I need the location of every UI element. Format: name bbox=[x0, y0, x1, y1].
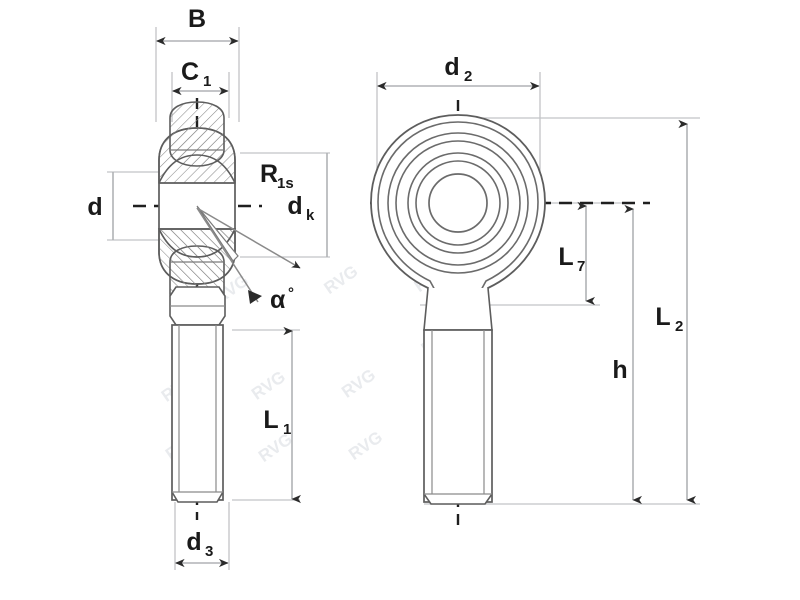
dimension-R1s-label: R bbox=[260, 160, 278, 188]
dimension-L2-label: L bbox=[655, 303, 670, 331]
dimension-d2-subscript: 2 bbox=[464, 68, 472, 85]
head-ring-circle-5 bbox=[407, 152, 509, 254]
dimension-B-label: B bbox=[188, 5, 206, 33]
dimension-L2-subscript: 2 bbox=[675, 318, 683, 335]
dimension-L1-label: L bbox=[263, 406, 278, 434]
dimension-d3: d 3 bbox=[175, 528, 229, 568]
dimension-R1s-subscript: 1s bbox=[277, 175, 294, 192]
dimension-C1-subscript: 1 bbox=[203, 73, 211, 90]
dimension-h-label: h bbox=[612, 356, 627, 384]
dimension-d2-label: d bbox=[444, 53, 459, 81]
thread-end-chamfer bbox=[171, 491, 224, 503]
dimension-alpha-degree: ° bbox=[288, 285, 294, 302]
head-ring-circle-4 bbox=[395, 140, 521, 266]
dimension-d: d bbox=[87, 172, 114, 240]
dimension-L7: L 7 bbox=[558, 201, 595, 306]
alpha-leader-upper bbox=[196, 207, 301, 269]
raceway-arc-top bbox=[158, 154, 236, 184]
plan-neck bbox=[423, 287, 493, 331]
head-ring-circle-3 bbox=[387, 132, 529, 274]
dimension-R1s: R 1s bbox=[260, 160, 294, 192]
dimension-C1-label: C bbox=[181, 58, 199, 86]
thread-shank-body bbox=[171, 324, 224, 501]
dimension-dk-label: d bbox=[287, 192, 302, 220]
dimension-d3-subscript: 3 bbox=[205, 543, 213, 560]
dimension-L1-subscript: 1 bbox=[283, 421, 291, 438]
raceway-leader-wedge bbox=[196, 205, 239, 262]
dimension-d3-label: d bbox=[186, 528, 201, 556]
dimension-dk-subscript: k bbox=[306, 207, 315, 224]
dimension-dk: d k bbox=[287, 153, 328, 257]
alpha-arrowhead-lower bbox=[248, 290, 262, 304]
shank-section bbox=[169, 286, 226, 503]
dimension-h: h bbox=[612, 204, 642, 505]
plan-thread-end-chamfer bbox=[423, 493, 493, 505]
plan-shank-group bbox=[423, 287, 493, 505]
plan-view-group: d 2 L 7 h L 2 bbox=[370, 53, 700, 525]
dimension-d-label: d bbox=[87, 193, 102, 221]
dimension-d2: d 2 bbox=[377, 53, 540, 91]
plan-thread-shank bbox=[423, 329, 493, 503]
head-bore-circle bbox=[428, 173, 488, 233]
plan-head-group bbox=[370, 114, 546, 311]
dimension-alpha-label: α bbox=[270, 286, 286, 314]
inner-ball-upper-cap bbox=[169, 101, 225, 167]
dimension-L7-subscript: 7 bbox=[577, 258, 585, 275]
dimension-B: B bbox=[156, 5, 239, 46]
dimension-L1: L 1 bbox=[263, 326, 301, 504]
section-view-group: B C 1 d R 1s d k bbox=[87, 5, 330, 570]
dimension-alpha: α ° bbox=[196, 207, 301, 314]
dimension-L7-label: L bbox=[558, 243, 573, 271]
alpha-leader-lower bbox=[196, 207, 259, 303]
head-ring-circle-6 bbox=[415, 160, 501, 246]
dimension-C1: C 1 bbox=[172, 58, 229, 96]
dimension-L2: L 2 bbox=[655, 119, 696, 505]
